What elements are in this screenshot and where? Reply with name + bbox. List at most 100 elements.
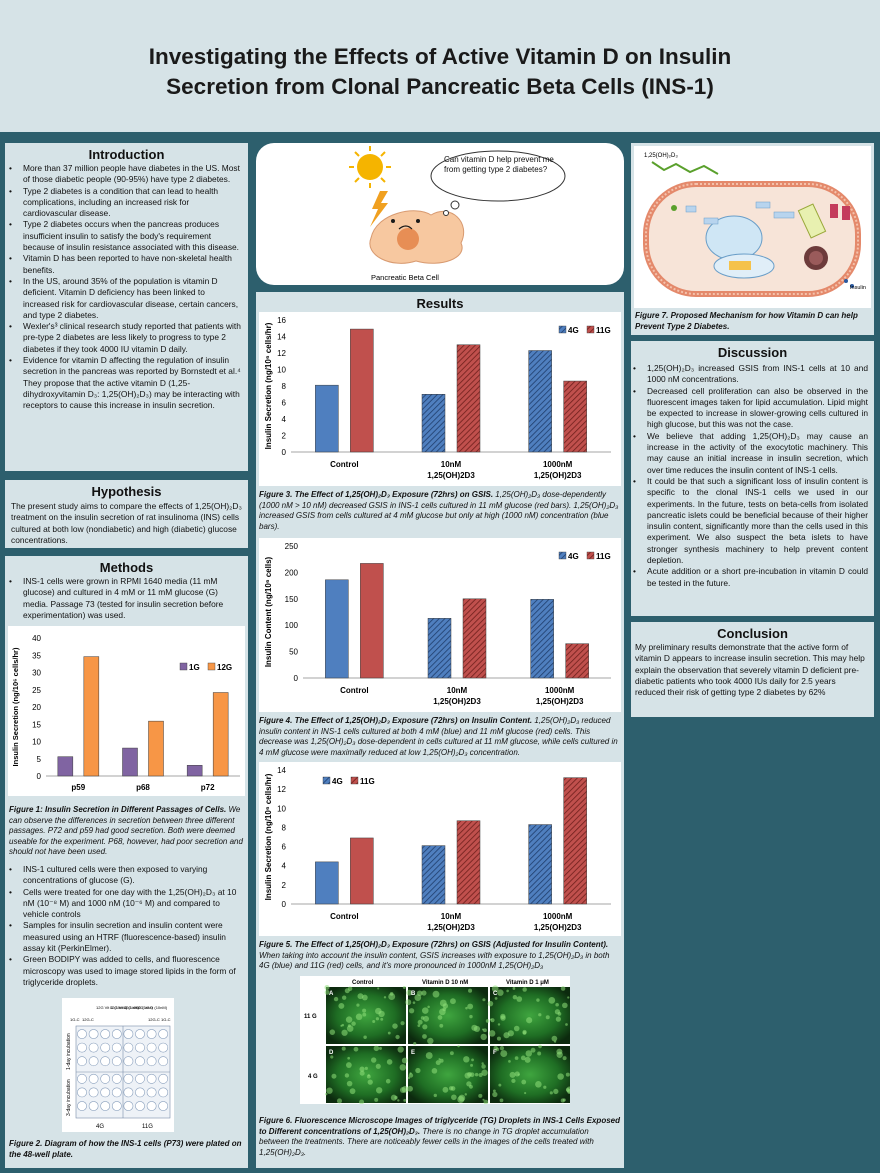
y-axis-label: Insulin Secretion (ng/10⁶ cells/hr) — [264, 322, 273, 449]
lipid-droplet — [506, 989, 509, 993]
well — [123, 1087, 134, 1098]
figure-2-caption-title: Figure 2. Diagram of how the INS-1 cells… — [9, 1139, 242, 1159]
x-tick-label: 1000nM — [545, 686, 575, 695]
x-tick-label: 1,25(OH)2D3 — [536, 697, 584, 706]
lipid-droplet — [432, 990, 440, 998]
lipid-droplet — [498, 1083, 502, 1087]
lipid-droplet — [554, 1009, 561, 1015]
lipid-droplet — [553, 1088, 559, 1095]
y-tick-label: 250 — [285, 542, 299, 551]
lipid-droplet — [427, 1037, 434, 1045]
y-tick-label: 25 — [32, 686, 41, 695]
lipid-droplet — [324, 989, 330, 995]
lipid-droplet — [538, 1044, 542, 1049]
lipid-droplet — [480, 1033, 487, 1041]
x-tick-label: 10nM — [447, 686, 468, 695]
lipid-droplet — [357, 993, 364, 1000]
lipid-droplet — [374, 1097, 379, 1102]
bar-1g — [186, 765, 203, 777]
insulin-dot — [844, 279, 848, 283]
micrograph-panel — [326, 1046, 406, 1103]
receptor-box — [703, 217, 719, 225]
x-tick-label: 10nM — [441, 460, 462, 469]
y-tick-label: 10 — [277, 804, 286, 813]
vitamin-d-molecules — [651, 161, 719, 175]
plate-col-label: 12G Vit D (1uM) — [110, 1005, 139, 1010]
legend-label: 11G — [596, 326, 611, 335]
y-tick-label: 40 — [32, 634, 41, 643]
y-tick-label: 200 — [285, 568, 299, 577]
lipid-droplet — [407, 1085, 413, 1092]
well — [100, 1042, 111, 1053]
well — [158, 1101, 169, 1111]
plate-row-label: 1-day incubation — [66, 1033, 72, 1070]
mechanism-panel: 1,25(OH)₂D₃ Insulin Figure 7. Proposed M… — [631, 143, 874, 335]
well — [88, 1101, 99, 1111]
y-axis-label: Insulin Content (ng/10⁶ cells) — [264, 556, 273, 667]
lipid-droplet — [481, 1062, 484, 1065]
thought-bubble: Can vitamin D help prevent me from getti… — [430, 150, 566, 216]
figure-4-caption-text: 1,25(OH)₂D₃ reduced insulin content in I… — [259, 716, 618, 757]
x-tick-label: p72 — [201, 783, 215, 792]
lipid-droplet — [433, 1093, 437, 1098]
methods-list-bottom: INS-1 cultured cells were then exposed t… — [7, 864, 245, 988]
lipid-droplet — [463, 1056, 470, 1063]
lipid-droplet — [497, 989, 504, 996]
lipid-droplet — [392, 1023, 398, 1029]
lipid-droplet — [464, 1072, 471, 1079]
y-tick-label: 20 — [32, 703, 41, 712]
beta-cell-label: Pancreatic Beta Cell — [371, 273, 439, 282]
lipid-droplet — [406, 989, 413, 996]
bar-4g — [315, 861, 339, 905]
lipid-droplet — [482, 998, 486, 1002]
lipid-droplet — [517, 1073, 520, 1076]
y-tick-label: 150 — [285, 595, 299, 604]
introduction-heading: Introduction — [88, 147, 165, 162]
well — [77, 1101, 87, 1111]
discussion-bullet: It could be that such a significant loss… — [631, 476, 868, 566]
lipid-droplet — [516, 996, 523, 1002]
well — [88, 1056, 99, 1067]
lipid-droplet — [375, 1063, 381, 1069]
y-tick-label: 50 — [289, 648, 298, 657]
legend-swatch — [350, 776, 359, 785]
bar-11g — [563, 777, 587, 905]
micrograph-panel — [408, 1046, 488, 1103]
membrane-texture — [645, 183, 859, 295]
well — [111, 1073, 122, 1084]
hypothesis-panel: Hypothesis The present study aims to com… — [5, 480, 248, 548]
legend-label: 12G — [217, 663, 232, 672]
discussion-heading: Discussion — [717, 345, 788, 360]
lipid-droplet — [405, 999, 412, 1006]
lipid-droplet — [562, 1056, 567, 1061]
lipid-droplet — [425, 1052, 433, 1060]
lipid-droplet — [326, 1087, 333, 1094]
well — [135, 1029, 145, 1039]
lipid-droplet — [481, 1028, 485, 1031]
lipid-droplet — [450, 1086, 456, 1091]
x-tick-label: 1,25(OH)2D3 — [534, 923, 582, 932]
intro-bullet: Type 2 diabetes is a condition that can … — [7, 186, 242, 220]
micro-row-label: 4 G — [308, 1074, 318, 1080]
lipid-droplet — [512, 987, 516, 990]
lipid-droplet — [450, 998, 456, 1005]
lipid-droplet — [551, 1035, 558, 1042]
discussion-bullet: We believe that adding 1,25(OH)₂D₃ may c… — [631, 431, 868, 476]
lipid-droplet — [511, 1078, 516, 1084]
y-tick-label: 14 — [277, 766, 286, 775]
lipid-droplet — [442, 1003, 449, 1009]
lipid-droplet — [346, 1080, 353, 1087]
results-panel: Results Insulin Secretion (ng/10⁶ cells/… — [256, 292, 624, 1168]
lipid-droplet — [512, 994, 518, 1000]
lipid-droplet — [538, 1013, 542, 1017]
well — [135, 1087, 145, 1098]
well — [100, 1101, 111, 1111]
y-tick-label: 0 — [37, 772, 42, 781]
lipid-droplet — [400, 1021, 405, 1026]
figure-4-caption: Figure 4. The Effect of 1,25(OH)₂D₃ Expo… — [259, 716, 621, 758]
lipid-droplet — [478, 1093, 483, 1098]
lipid-droplet — [401, 1057, 408, 1064]
lipid-droplet — [482, 1098, 485, 1101]
lipid-droplet — [507, 1030, 514, 1037]
figure-5-caption: Figure 5. The Effect of 1,25(OH)₂D₃ Expo… — [259, 940, 621, 972]
